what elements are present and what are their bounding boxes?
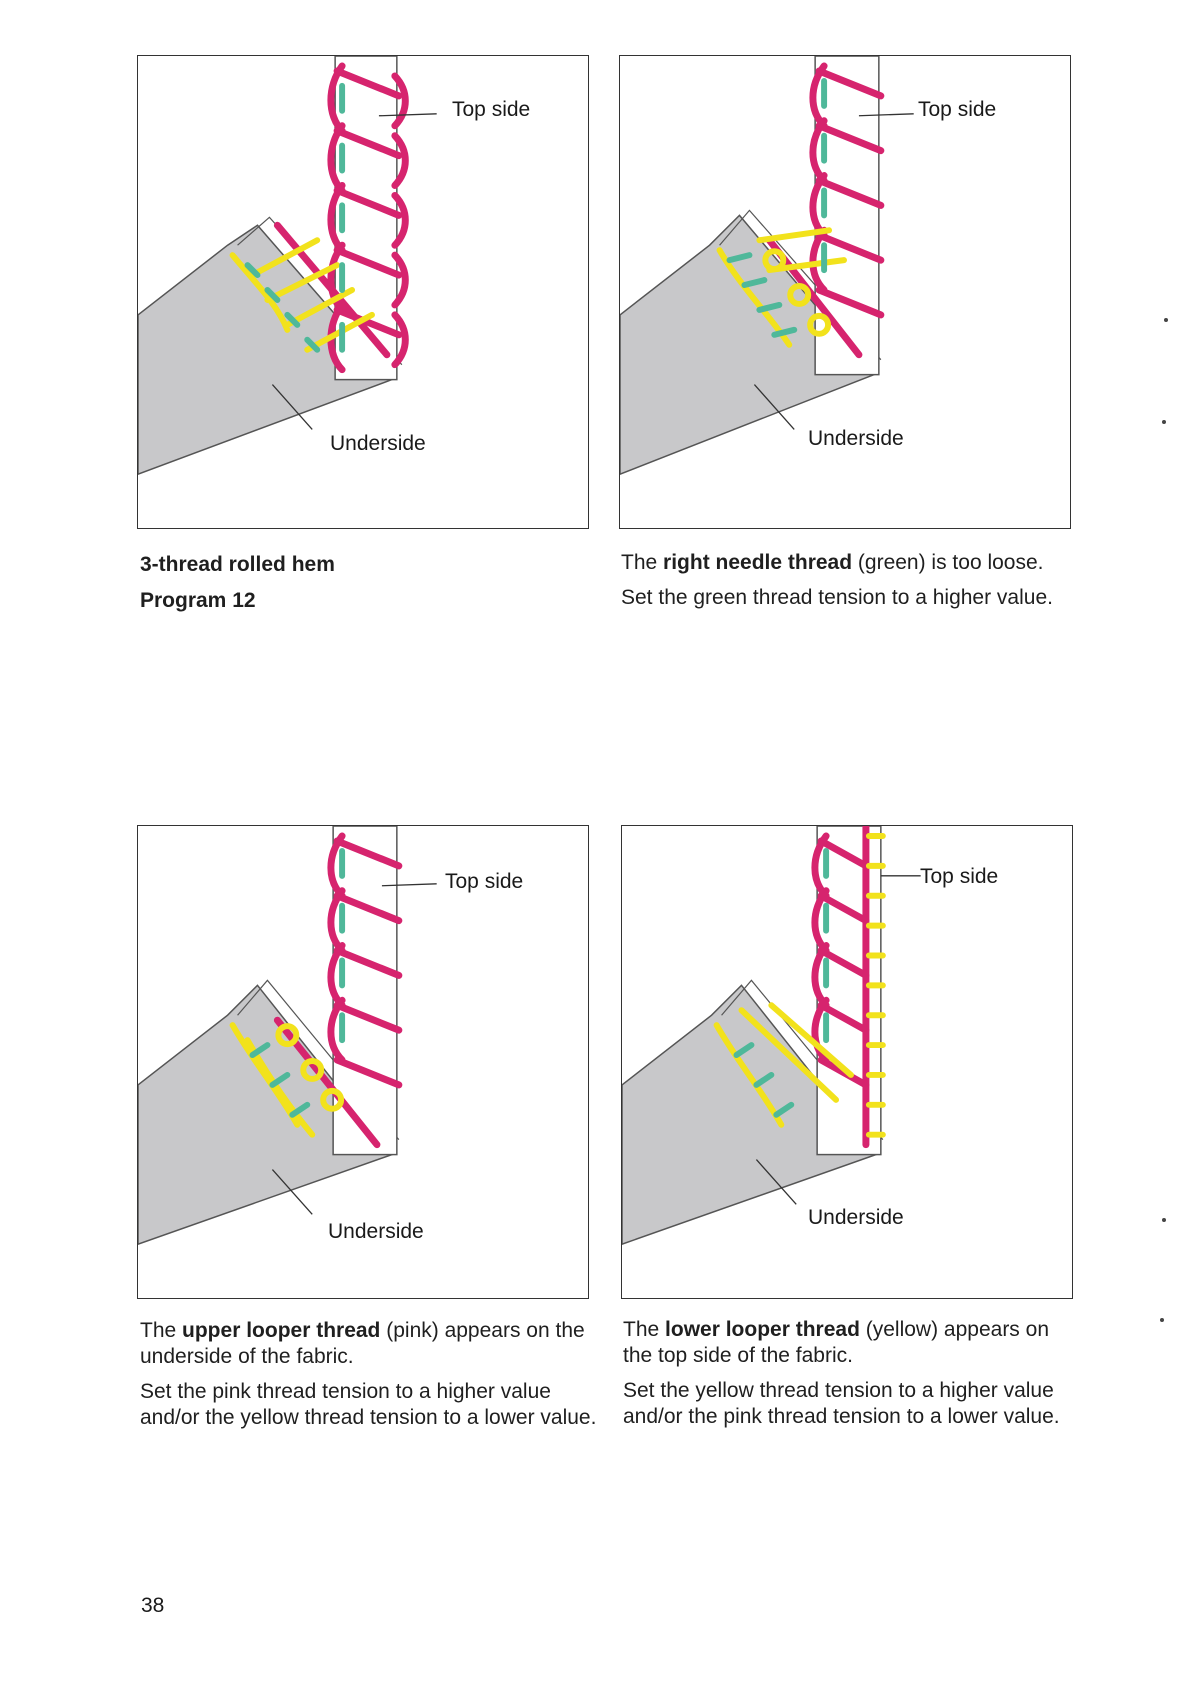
scan-speck: [1160, 1318, 1164, 1322]
caption-pink-pre: The: [140, 1319, 183, 1342]
caption-green-pre: The: [621, 551, 664, 574]
label-underside-4: Underside: [808, 1206, 904, 1229]
caption-intro-program: Program 12: [140, 589, 256, 612]
caption-green-post: (green) is too loose.: [852, 551, 1044, 574]
caption-yellow-pre: The: [623, 1318, 666, 1341]
caption-intro-title: 3-thread rolled hem: [140, 553, 335, 576]
label-top-side-3: Top side: [445, 870, 524, 893]
label-top-side-4: Top side: [920, 865, 999, 888]
caption-green: The right needle thread (green) is too l…: [621, 550, 1081, 620]
illustration-green-too-loose: [619, 55, 1071, 529]
caption-yellow: The lower looper thread (yellow) appears…: [623, 1317, 1083, 1439]
caption-pink-post: (pink) appears on the underside of the f…: [140, 1319, 585, 1368]
illustration-pink-on-underside: [137, 825, 589, 1299]
caption-green-instruction: Set the green thread tension to a higher…: [621, 586, 1053, 609]
label-underside-1: Underside: [330, 432, 426, 455]
caption-yellow-instruction: Set the yellow thread tension to a highe…: [623, 1379, 1060, 1428]
label-top-side-1: Top side: [452, 98, 531, 121]
yellow-topside-diagram: [622, 826, 921, 1245]
label-underside-2: Underside: [808, 427, 904, 450]
illustration-correct-rolled-hem: [137, 55, 589, 529]
caption-intro: 3-thread rolled hem Program 12: [140, 552, 600, 623]
caption-yellow-post: (yellow) appears on the top side of the …: [623, 1318, 1049, 1367]
caption-yellow-bold: lower looper thread: [665, 1318, 860, 1341]
page-number: 38: [141, 1594, 165, 1617]
caption-green-bold: right needle thread: [663, 551, 853, 574]
caption-pink-bold: upper looper thread: [182, 1319, 381, 1342]
pink-underside-diagram: [138, 826, 437, 1245]
scan-speck: [1164, 318, 1168, 322]
caption-pink-instruction: Set the pink thread tension to a higher …: [140, 1380, 597, 1429]
green-loose-diagram: [620, 56, 914, 475]
scan-speck: [1162, 420, 1166, 424]
caption-pink: The upper looper thread (pink) appears o…: [140, 1318, 600, 1440]
label-underside-3: Underside: [328, 1220, 424, 1243]
label-top-side-2: Top side: [918, 98, 997, 121]
scan-speck: [1162, 1218, 1166, 1222]
rolled-hem-diagram: [138, 56, 437, 475]
illustration-yellow-on-top-side: [621, 825, 1073, 1299]
